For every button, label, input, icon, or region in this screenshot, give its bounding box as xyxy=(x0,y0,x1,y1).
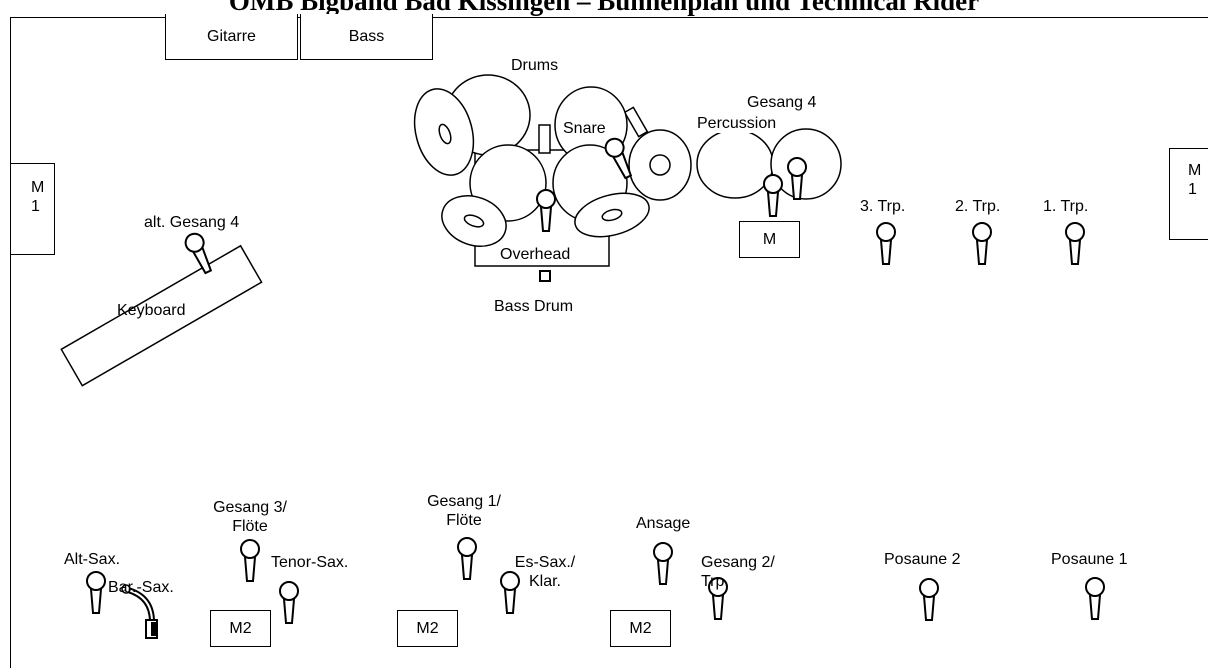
bass-drum-label: Bass Drum xyxy=(494,298,574,315)
hihat-stand xyxy=(625,107,648,136)
keyboard-instrument xyxy=(61,246,261,386)
es-sax-label: Es-Sax./ Klar. xyxy=(514,554,576,590)
alt-gesang4-label: alt. Gesang 4 xyxy=(144,214,240,231)
gesang3-label: Gesang 3/ Flöte xyxy=(213,499,287,535)
m2-center-box: M2 xyxy=(397,610,458,647)
bar-sax-label: Bar.-Sax. xyxy=(108,579,174,596)
snare-label: Snare xyxy=(563,119,606,138)
alt-sax-label: Alt-Sax. xyxy=(64,551,121,568)
drums-label: Drums xyxy=(511,57,559,74)
page-title: OMB Bigband Bad Kissingen – Bühnenplan u… xyxy=(228,0,980,16)
gesang1-label: Gesang 1/ Flöte xyxy=(427,493,501,529)
monitor-left-label: M 1 xyxy=(31,179,45,215)
posaune1-label: Posaune 1 xyxy=(1051,551,1128,568)
crash-cymbal xyxy=(406,82,483,181)
gesang4-label: Gesang 4 xyxy=(747,94,817,111)
monitor-left-box: M 1 xyxy=(10,163,55,255)
monitor-right-label: M 1 xyxy=(1188,162,1202,198)
splash-cymbal xyxy=(435,187,513,255)
ansage-label: Ansage xyxy=(636,515,691,532)
posaune2-label: Posaune 2 xyxy=(884,551,961,568)
overhead-label: Overhead xyxy=(500,245,571,264)
china-cymbal xyxy=(570,186,654,244)
drum-stand xyxy=(539,125,550,153)
percussion-label: Percussion xyxy=(697,114,777,133)
gitarre-box: Gitarre xyxy=(165,14,298,60)
percussion-drum-1 xyxy=(697,130,773,198)
keyboard-label: Keyboard xyxy=(117,302,186,319)
m2-right-box: M2 xyxy=(610,610,671,647)
bass-drum-mic xyxy=(540,271,550,281)
tenor-sax-label: Tenor-Sax. xyxy=(271,554,349,571)
bass-box: Bass xyxy=(300,14,433,60)
monitor-percussion-box: M xyxy=(739,221,800,258)
trp1-label: 1. Trp. xyxy=(1043,198,1089,215)
stage-outline xyxy=(10,17,1208,668)
monitor-right-box: M 1 xyxy=(1169,148,1208,240)
trp3-label: 3. Trp. xyxy=(860,198,906,215)
trp2-label: 2. Trp. xyxy=(955,198,1001,215)
gesang2-label: Gesang 2/ Trp. xyxy=(701,554,775,590)
m2-left-box: M2 xyxy=(210,610,271,647)
ride-cymbal xyxy=(629,130,691,200)
